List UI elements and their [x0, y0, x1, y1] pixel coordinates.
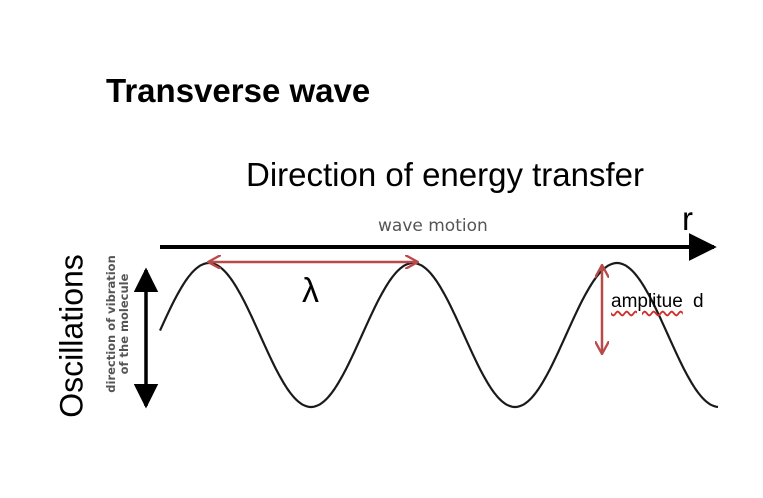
- amplitude-label-overlap: d: [693, 291, 704, 312]
- page-title: Transverse wave: [106, 72, 371, 109]
- sine-wave: [158, 261, 719, 409]
- vibration-label: direction of vibration of the molecule: [104, 255, 131, 393]
- vibration-label-wrap: direction of vibration of the molecule: [98, 236, 138, 416]
- wave-motion-label: wave motion: [378, 216, 488, 236]
- vibration-label-line2: of the molecule: [117, 273, 131, 375]
- oscillations-label-wrap: Oscillations: [53, 236, 90, 436]
- amplitude-label: amplitue: [611, 291, 683, 312]
- wavelength-symbol: λ: [302, 272, 319, 310]
- energy-transfer-label: Direction of energy transfer: [246, 156, 645, 193]
- energy-transfer-label-extra: r: [682, 200, 693, 237]
- oscillations-label: Oscillations: [53, 254, 90, 418]
